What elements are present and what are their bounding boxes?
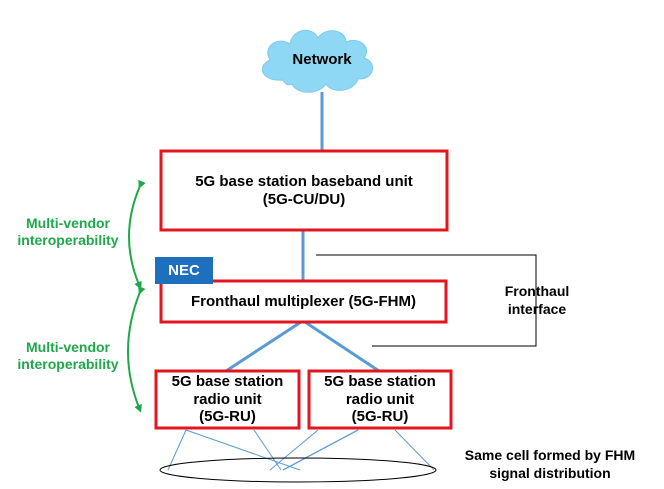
baseband-box	[159, 149, 449, 232]
link-fhm-ru-right	[304, 320, 380, 373]
interop-label-upper: Multi-vendor interoperability	[2, 215, 134, 249]
network-cloud	[261, 29, 373, 93]
ru-left-box	[154, 369, 301, 430]
cell-note: Same cell formed by FHM signal distribut…	[440, 447, 660, 482]
interop-arrow-upper	[128, 179, 146, 290]
fronthaul-line1: Fronthaul	[504, 283, 570, 299]
baseband-unit: 5G base station baseband unit (5G-CU/DU)	[161, 151, 447, 230]
fhm-box	[159, 279, 448, 324]
ru-right-line2: radio unit	[345, 390, 415, 408]
radio-unit-left: 5G base station radio unit (5G-RU)	[156, 371, 299, 428]
ru-left-line2: radio unit	[193, 390, 262, 408]
interop-lower-line2: interoperability	[17, 355, 119, 372]
network-label: Network	[262, 48, 382, 72]
ru-right-box	[307, 369, 453, 430]
fronthaul-bracket	[316, 254, 537, 347]
baseband-title: 5G base station baseband unit	[195, 172, 413, 190]
nec-badge: NEC	[155, 257, 213, 284]
fhm-title: Fronthaul multiplexer (5G-FHM)	[191, 292, 416, 310]
fronthaul-interface-label: Fronthaul interface	[482, 283, 592, 318]
interop-label-lower: Multi-vendor interoperability	[2, 339, 134, 373]
ru-right-line3: (5G-RU)	[351, 408, 409, 426]
fronthaul-line2: interface	[507, 300, 567, 317]
network-text: Network	[292, 51, 352, 69]
baseband-subtitle: (5G-CU/DU)	[262, 190, 346, 208]
cell-note-line2: signal distribution	[489, 464, 611, 481]
interop-lower-line1: Multi-vendor	[26, 339, 110, 355]
radio-unit-right: 5G base station radio unit (5G-RU)	[309, 371, 451, 428]
coverage-cell	[159, 429, 437, 483]
interop-upper-line2: interoperability	[17, 231, 119, 248]
fronthaul-multiplexer: Fronthaul multiplexer (5G-FHM)	[161, 281, 446, 322]
cell-note-line1: Same cell formed by FHM	[464, 447, 636, 463]
ru-left-line1: 5G base station	[171, 372, 284, 390]
interop-arrow-lower	[127, 285, 146, 413]
interop-upper-line1: Multi-vendor	[26, 215, 110, 231]
link-fhm-ru-left	[225, 320, 302, 373]
ru-left-line3: (5G-RU)	[199, 408, 256, 426]
ru-right-line1: 5G base station	[324, 372, 436, 390]
